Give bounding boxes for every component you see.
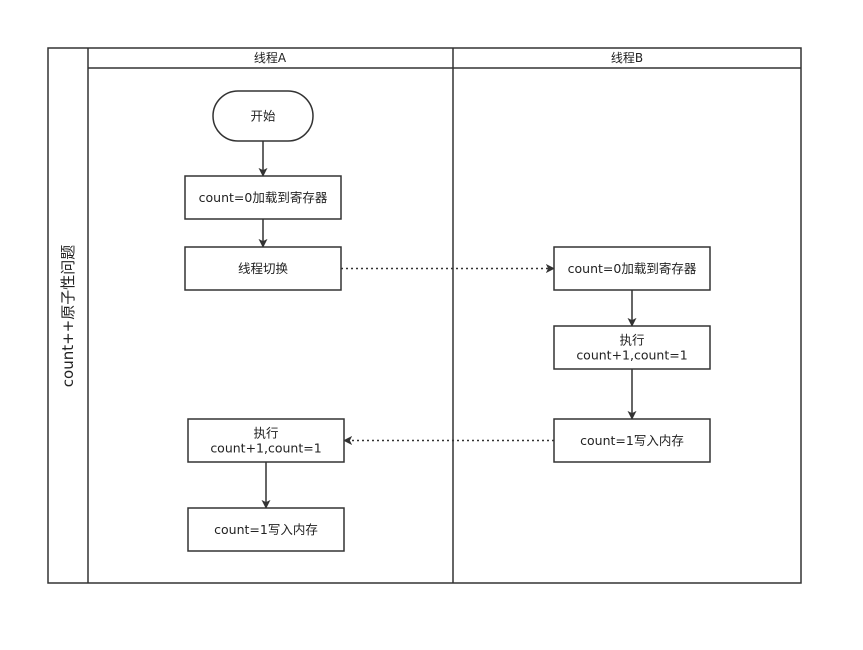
node-a-load-label: count=0加载到寄存器	[199, 190, 328, 205]
node-b-exec-shape	[553, 325, 711, 370]
node-a-exec-label: 执行	[253, 426, 278, 441]
node-a-switch: 线程切换	[184, 246, 342, 291]
edges	[258, 141, 637, 509]
node-a-switch-label: 线程切换	[238, 261, 289, 276]
lane-thread-a: 线程A	[88, 50, 453, 69]
node-a-exec-shape	[187, 418, 345, 463]
node-a-write: count=1写入内存	[187, 507, 345, 552]
pool-border	[47, 47, 802, 584]
node-a-write-label: count=1写入内存	[214, 522, 318, 537]
nodes: 开始count=0加载到寄存器线程切换执行count+1,count=1coun…	[184, 90, 711, 552]
node-start: 开始	[212, 90, 314, 142]
node-a-switch-shape	[184, 246, 342, 291]
node-b-load-shape	[553, 246, 711, 291]
node-b-load: count=0加载到寄存器	[553, 246, 711, 291]
node-a-write-shape	[187, 507, 345, 552]
node-a-load-shape	[184, 175, 342, 220]
lane-b-title: 线程B	[611, 50, 643, 65]
pool-title: count++原子性问题	[59, 245, 77, 387]
node-b-load-label: count=0加载到寄存器	[568, 261, 697, 276]
node-b-write-label: count=1写入内存	[580, 433, 684, 448]
node-b-exec-label: count+1,count=1	[576, 348, 687, 363]
pool: count++原子性问题	[47, 47, 802, 584]
node-start-shape	[212, 90, 314, 142]
node-b-exec-label: 执行	[619, 333, 644, 348]
node-b-write-shape	[553, 418, 711, 463]
node-a-exec-label: count+1,count=1	[210, 441, 321, 456]
node-start-label: 开始	[250, 109, 276, 124]
node-a-load: count=0加载到寄存器	[184, 175, 342, 220]
lane-thread-b: 线程B	[453, 50, 801, 69]
lane-a-title: 线程A	[254, 50, 287, 65]
node-b-write: count=1写入内存	[553, 418, 711, 463]
